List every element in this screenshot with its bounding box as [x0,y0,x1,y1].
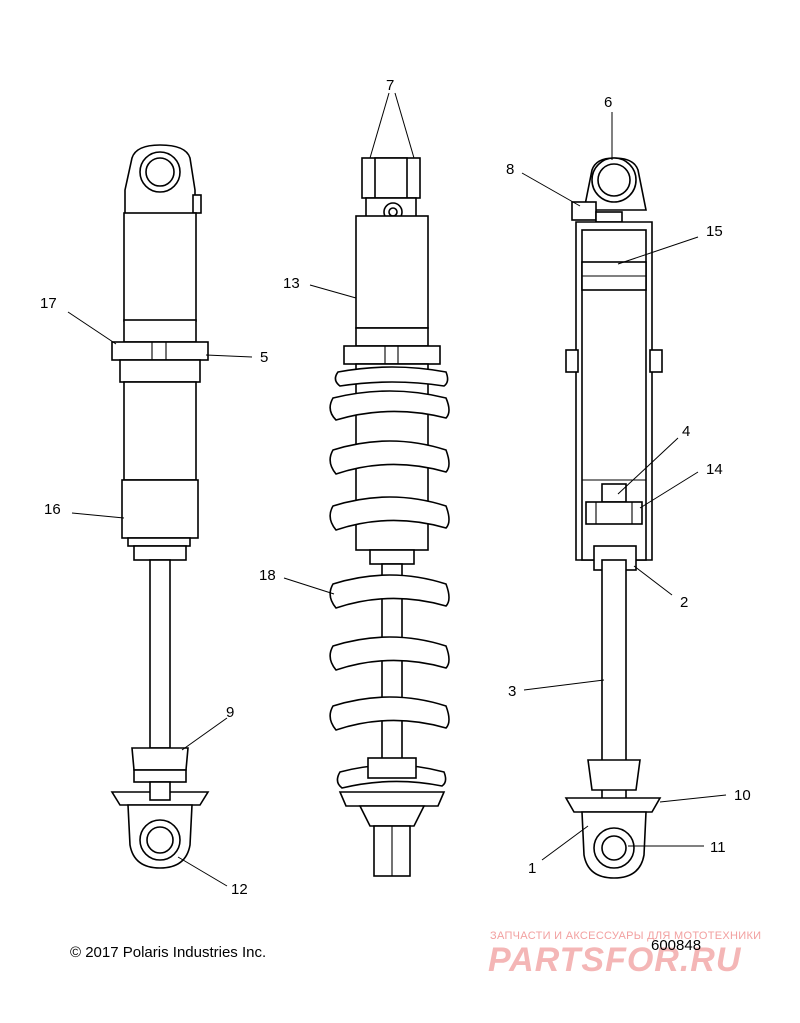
callout-14: 14 [706,461,723,478]
callout-9: 9 [226,704,234,721]
callout-2: 2 [680,594,688,611]
center-shock [329,157,450,877]
part-number: 600848 [651,937,702,954]
copyright-text: © 2017 Polaris Industries Inc. [70,944,267,961]
callout-18: 18 [259,567,276,584]
watermark-logo: PARTSFOR.RU [488,941,742,979]
right-shock-section [564,157,663,879]
callout-5: 5 [260,349,268,366]
callout-11: 11 [710,839,726,856]
callout-12: 12 [231,881,248,898]
callout-17: 17 [40,295,57,312]
watermark-tagline: ЗАПЧАСТИ И АКСЕССУАРЫ ДЛЯ МОТОТЕХНИКИ [490,930,762,942]
callout-6: 6 [604,94,612,111]
left-shock [110,144,210,869]
callout-labels: 17 5 16 9 12 7 13 18 6 8 15 4 14 2 3 10 … [40,77,751,898]
callout-15: 15 [706,223,723,240]
callout-1: 1 [528,860,536,877]
leader-lines [67,92,727,887]
callout-4: 4 [682,423,690,440]
callout-7: 7 [386,77,394,94]
callout-10: 10 [734,787,751,804]
callout-3: 3 [508,683,516,700]
callout-16: 16 [44,501,61,518]
callout-8: 8 [506,161,514,178]
callout-13: 13 [283,275,300,292]
